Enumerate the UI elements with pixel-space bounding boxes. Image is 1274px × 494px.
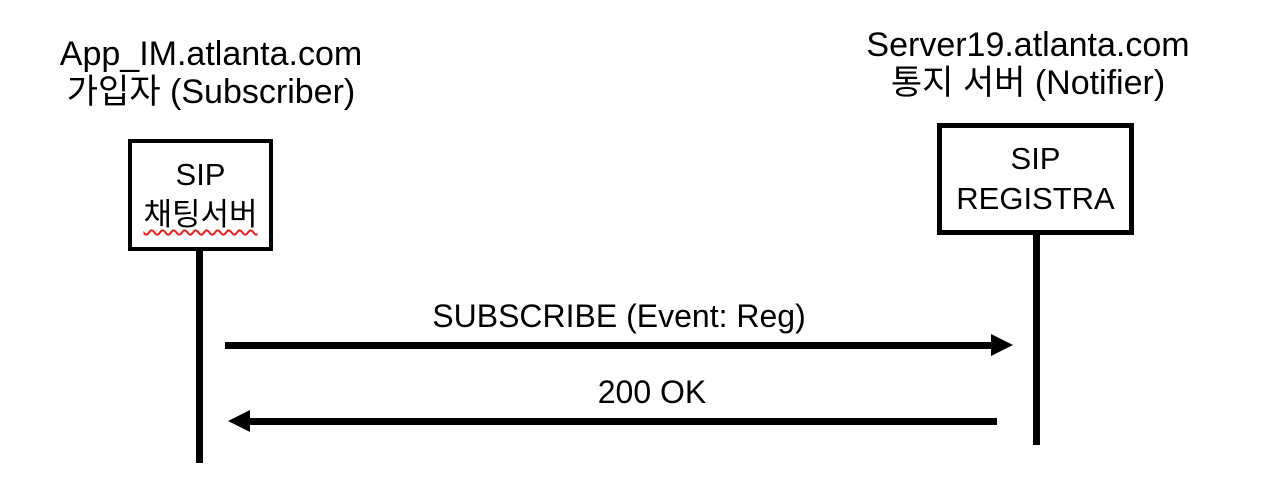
- ok-arrowhead-left-icon: [228, 410, 250, 432]
- sip-registra-box: SIP REGISTRA: [937, 123, 1134, 235]
- subscribe-message-label: SUBSCRIBE (Event: Reg): [432, 298, 806, 334]
- sip-chat-server-box-line2: 채팅서버: [143, 197, 258, 232]
- sip-chat-server-box-line1: SIP: [175, 157, 226, 192]
- sip-registra-box-line2: REGISTRA: [956, 181, 1115, 216]
- subscribe-arrow-shaft: [225, 342, 995, 349]
- notifier-lifeline: [1033, 235, 1040, 445]
- subscriber-lifeline: [196, 249, 203, 463]
- notifier-title: Server19.atlanta.com 통지 서버 (Notifier): [853, 26, 1203, 102]
- subscriber-host-label: App_IM.atlanta.com: [59, 35, 363, 73]
- notifier-host-label: Server19.atlanta.com: [866, 26, 1190, 64]
- ok-message-label: 200 OK: [597, 374, 707, 410]
- subscribe-arrowhead-right-icon: [991, 334, 1013, 356]
- subscriber-role-label: 가입자 (Subscriber): [66, 73, 356, 111]
- sip-chat-server-box: SIP 채팅서버: [128, 139, 273, 251]
- ok-arrow-shaft: [249, 418, 997, 425]
- notifier-role-label: 통지 서버 (Notifier): [890, 64, 1166, 102]
- sip-registra-box-line1: SIP: [1010, 141, 1061, 176]
- subscriber-title: App_IM.atlanta.com 가입자 (Subscriber): [31, 35, 391, 111]
